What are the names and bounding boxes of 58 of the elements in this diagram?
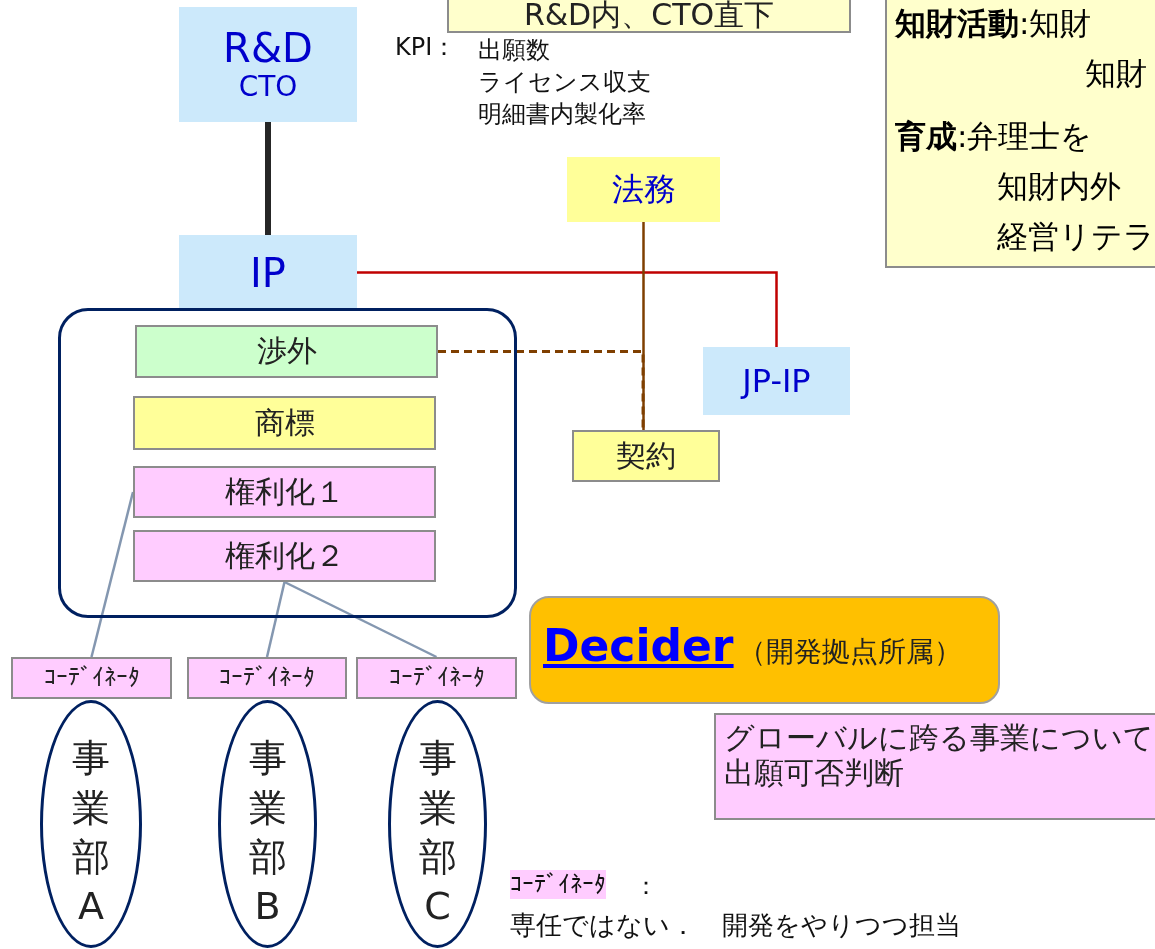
box-label: JP-IP bbox=[742, 362, 811, 400]
team-box bbox=[135, 325, 438, 378]
note-text: 育成:弁理士を bbox=[895, 118, 1093, 154]
box-label: 権利化１ bbox=[224, 474, 345, 510]
role-box bbox=[529, 596, 1000, 704]
note-box bbox=[885, 0, 1155, 268]
division-label: 事業部C bbox=[418, 735, 457, 931]
label-text: 出願数 bbox=[478, 36, 550, 65]
coordinator-box bbox=[11, 657, 172, 699]
coordinator-box bbox=[187, 657, 347, 699]
role-note: （開発拠点所属） bbox=[737, 634, 962, 670]
role-title: Decider bbox=[543, 620, 734, 671]
box-label: ｺｰﾃﾞｲﾈｰﾀ bbox=[43, 664, 140, 692]
note-box bbox=[714, 713, 1155, 820]
org-box bbox=[179, 7, 357, 122]
org-box bbox=[179, 235, 357, 310]
division-label: 事業部B bbox=[248, 735, 287, 931]
note-text: 経営リテラ bbox=[997, 218, 1155, 254]
label-text: 明細書内製化率 bbox=[478, 100, 646, 129]
box-label: R&D bbox=[223, 25, 313, 72]
box-label: CTO bbox=[238, 71, 298, 104]
term-highlight: ｺｰﾃﾞｲﾈｰﾀ bbox=[510, 870, 606, 899]
connector-line bbox=[357, 271, 778, 347]
team-box bbox=[133, 466, 436, 518]
box-label: 商標 bbox=[254, 405, 315, 441]
connector-line bbox=[283, 580, 438, 659]
division-label: 事業部A bbox=[72, 735, 110, 931]
note-text: 知財 bbox=[1085, 55, 1147, 91]
org-box bbox=[572, 430, 720, 482]
connector-line bbox=[438, 350, 645, 430]
division-ellipse bbox=[388, 700, 487, 948]
box-label: 契約 bbox=[616, 438, 676, 474]
note-text: 知財内外 bbox=[997, 168, 1121, 204]
box-label: R&D内、CTO直下 bbox=[523, 0, 775, 33]
box-label: ｺｰﾃﾞｲﾈｰﾀ bbox=[219, 664, 315, 692]
box-label: 法務 bbox=[611, 171, 676, 208]
division-ellipse bbox=[40, 700, 142, 948]
label-text: KPI： bbox=[395, 33, 457, 62]
box-label: ｺｰﾃﾞｲﾈｰﾀ bbox=[388, 664, 485, 692]
box-label: 権利化２ bbox=[224, 538, 345, 574]
connector-line bbox=[642, 222, 645, 430]
division-ellipse bbox=[218, 700, 317, 948]
coordinator-box bbox=[356, 657, 517, 699]
label-text: ： bbox=[634, 872, 658, 901]
label-text: ライセンス収支 bbox=[478, 68, 651, 97]
group-frame bbox=[58, 308, 517, 618]
connector-line bbox=[90, 491, 135, 658]
team-box bbox=[133, 396, 436, 450]
box-label: IP bbox=[250, 249, 286, 296]
team-box bbox=[133, 530, 436, 582]
connector-line bbox=[265, 581, 286, 658]
org-box bbox=[703, 347, 850, 415]
box-label: グローバルに跨る事業について出願可否判断 bbox=[724, 721, 1155, 790]
label-text: 専任ではない． 開発をやりつつ担当 bbox=[510, 910, 961, 942]
connector-line bbox=[265, 122, 271, 235]
note-text: 知財活動:知財 bbox=[895, 5, 1092, 41]
org-box bbox=[567, 157, 720, 222]
box-label: 渉外 bbox=[256, 334, 317, 369]
